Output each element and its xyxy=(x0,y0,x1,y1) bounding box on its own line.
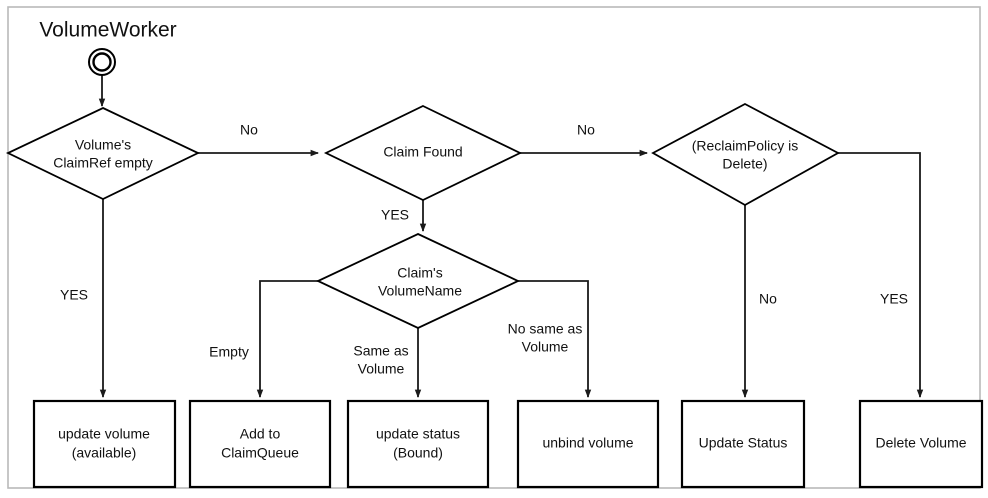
process-update-status-bound[interactable]: update status (Bound) xyxy=(346,399,490,489)
edge-label-reclaimpolicy-no: No xyxy=(759,291,777,307)
decision-claim-volumename-line1: Claim's xyxy=(397,265,442,281)
decision-volume-claimref-empty-line2: ClaimRef empty xyxy=(53,155,153,171)
decision-volume-claimref-empty-line1: Volume's xyxy=(75,137,131,153)
decision-claim-volumename-line2: VolumeName xyxy=(378,283,462,299)
edge-volumename-empty-to-claimqueue xyxy=(256,280,318,398)
process-delete-volume-line1: Delete Volume xyxy=(875,435,966,451)
edge-label-volumename-notsame-line1: No same as xyxy=(508,321,583,337)
diagram-frame xyxy=(7,6,981,489)
edge-reclaimpolicy-yes-to-delete-volume xyxy=(838,152,924,398)
edge-volumename-notsame-to-unbind xyxy=(518,280,592,398)
start-node[interactable] xyxy=(88,48,116,76)
decision-claim-found-line1: Claim Found xyxy=(383,144,462,160)
process-update-status-bound-line2: (Bound) xyxy=(393,445,443,461)
page-title: VolumeWorker xyxy=(39,19,176,42)
edge-label-claimref-no: No xyxy=(240,122,258,138)
edge-label-volumename-same-line2: Volume xyxy=(358,361,405,377)
process-unbind-volume-line1: unbind volume xyxy=(542,435,633,451)
process-add-to-claimqueue-line2: ClaimQueue xyxy=(221,445,299,461)
edge-label-volumename-empty: Empty xyxy=(209,344,249,360)
edge-label-volumename-notsame-line2: Volume xyxy=(522,339,569,355)
process-delete-volume[interactable]: Delete Volume xyxy=(858,399,984,489)
edge-label-claimfound-yes: YES xyxy=(381,207,409,223)
edge-label-reclaimpolicy-yes: YES xyxy=(880,291,908,307)
edge-label-claimfound-no: No xyxy=(577,122,595,138)
decision-volume-claimref-empty[interactable]: Volume's ClaimRef empty xyxy=(5,107,201,200)
process-unbind-volume[interactable]: unbind volume xyxy=(516,399,660,489)
process-update-status-line1: Update Status xyxy=(699,435,788,451)
process-update-status-bound-line1: update status xyxy=(376,426,460,442)
process-update-status[interactable]: Update Status xyxy=(680,399,806,489)
process-update-volume-line1: update volume xyxy=(58,426,150,442)
process-add-to-claimqueue[interactable]: Add to ClaimQueue xyxy=(188,399,332,489)
process-update-volume-line2: (available) xyxy=(72,445,137,461)
decision-claim-found[interactable]: Claim Found xyxy=(323,104,523,202)
decision-reclaim-policy-line1: (ReclaimPolicy is xyxy=(692,138,799,154)
edge-label-volumename-same-line1: Same as xyxy=(353,343,408,359)
decision-claim-volumename[interactable]: Claim's VolumeName xyxy=(315,233,521,329)
decision-reclaim-policy-line2: Delete) xyxy=(722,156,767,172)
edge-label-claimref-yes: YES xyxy=(60,287,88,303)
process-update-volume-available[interactable]: update volume (available) xyxy=(32,399,177,489)
decision-reclaim-policy-delete[interactable]: (ReclaimPolicy is Delete) xyxy=(651,102,840,207)
process-add-to-claimqueue-line1: Add to xyxy=(240,426,281,442)
